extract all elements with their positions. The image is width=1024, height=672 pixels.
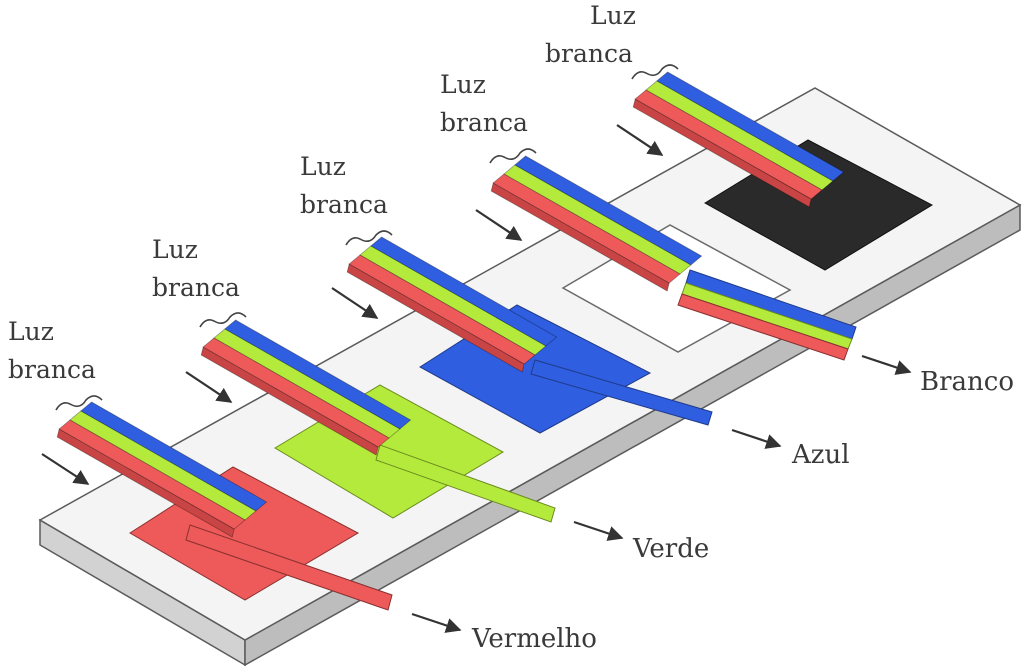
incident-band-side [490,182,670,292]
incident-beam-1 [56,401,268,538]
output-arrow-verde [573,520,624,541]
output-label-verde: Verde [632,534,709,564]
squiggle-4 [489,148,537,164]
incident-band [492,173,681,284]
squiggle-3 [345,230,393,246]
incident-band-side [632,98,812,208]
reflected-beam-green [375,444,556,523]
incident-beam-4 [490,155,703,292]
squiggle-2 [199,312,247,328]
incident-band [634,89,823,200]
reflected-beam-blue [530,359,713,426]
reflected-beam-rgb [677,269,857,361]
squiggle-1 [55,395,103,411]
incident-beams [56,71,845,538]
input-arrow-2 [185,371,233,403]
input-label-2-line1: Luz [152,235,198,264]
input-arrow-1 [41,453,90,485]
input-arrow-4 [475,209,523,241]
input-label-5-line2: branca [545,39,633,68]
squiggles [55,64,679,411]
input-label-2-line2: branca [152,273,240,302]
input-label-5-line1: Luz [590,1,636,30]
incident-band [348,254,536,365]
input-labels: Luz branca Luz branca Luz branca Luz bra… [8,1,636,384]
incident-beam-2 [200,319,412,456]
reflected-beam-red [185,524,393,611]
output-labels: Vermelho Verde Azul Branco [471,367,1014,654]
input-label-3-line2: branca [300,190,388,219]
squiggle-5 [631,64,679,80]
incident-beam-3 [346,236,558,373]
incident-band [202,337,390,448]
input-label-4-line1: Luz [440,70,486,99]
reflected-beams [185,269,857,611]
output-arrows [411,354,912,633]
input-label-3-line1: Luz [300,152,346,181]
output-arrow-azul [731,428,782,449]
output-label-vermelho: Vermelho [471,624,597,654]
input-arrows [41,124,664,485]
input-label-1-line2: branca [8,355,96,384]
input-label-4-line2: branca [440,108,528,137]
output-arrow-branco [861,354,912,375]
output-label-azul: Azul [791,440,850,470]
incident-band [58,419,246,530]
input-arrow-3 [331,287,379,319]
input-arrow-5 [616,124,664,156]
input-label-1-line1: Luz [8,317,54,346]
incident-beam-5 [632,71,845,208]
output-arrow-vermelho [411,612,462,633]
output-label-branco: Branco [920,367,1014,397]
